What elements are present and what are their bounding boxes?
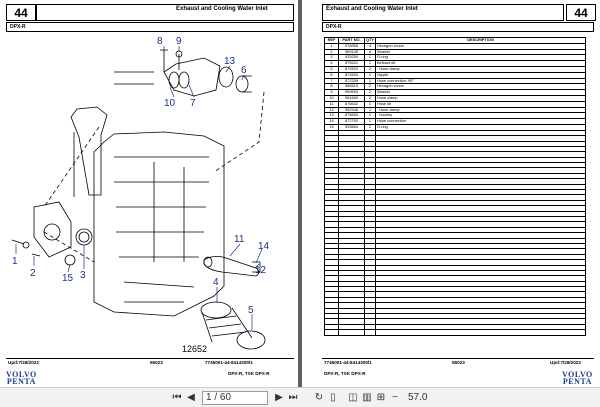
- left-footer-code: 55023: [150, 360, 163, 365]
- page-number-input[interactable]: 1 / 60: [202, 390, 268, 405]
- callout-6: 6: [241, 65, 247, 76]
- callout-5: 5: [248, 305, 254, 316]
- next-page-icon[interactable]: ▶: [275, 392, 283, 403]
- empty-cell: [324, 329, 339, 336]
- empty-cell: [375, 329, 586, 336]
- callout-12: 12: [255, 265, 267, 276]
- left-page-title: Exhaust and Cooling Water Inlet: [176, 6, 268, 12]
- cell-desc: Washer: [375, 48, 586, 56]
- exploded-parts-drawing: 8 9 13 6 10 7 11 14 12 1 2 15 3 4 5 1265…: [11, 36, 270, 352]
- parts-table-header: REF PART NO. QTY DESCRIPTION: [324, 37, 586, 44]
- empty-cell: [338, 329, 365, 336]
- callout-15: 15: [62, 273, 74, 284]
- last-page-icon[interactable]: ⏭: [288, 392, 298, 403]
- callout-9: 9: [176, 36, 182, 47]
- empty-row: [324, 329, 586, 336]
- figure-callouts: 8 9 13 6 10 7 11 14 12 1 2 15 3 4 5: [12, 36, 270, 316]
- first-page-icon[interactable]: ⏮: [172, 392, 182, 403]
- empty-cell: [364, 329, 376, 336]
- cell-desc: O-ring: [375, 54, 586, 62]
- callout-2: 2: [30, 268, 36, 279]
- left-footer-models: DPX-R, TSK DPX-R: [228, 371, 270, 376]
- cell-desc: Hexagon screw: [375, 42, 586, 50]
- fit-icon[interactable]: ⊞: [376, 392, 386, 403]
- single-page-icon[interactable]: ▯: [330, 392, 336, 403]
- left-header-box: [36, 4, 294, 21]
- col-description: DESCRIPTION: [375, 37, 586, 44]
- left-footer-ref: 7746001-44-8414300l1: [205, 360, 253, 365]
- zoom-out-icon[interactable]: −: [392, 392, 398, 403]
- left-page-number: 44: [6, 4, 36, 21]
- right-footer-code: 55023: [452, 360, 465, 365]
- right-page-number: 44: [566, 4, 596, 21]
- callout-13: 13: [224, 56, 236, 67]
- callout-1: 1: [12, 256, 18, 267]
- col-part-no: PART NO.: [338, 37, 365, 44]
- left-footer-rule: [6, 358, 294, 359]
- right-model-label: DPX-R: [322, 22, 594, 32]
- callout-3: 3: [80, 270, 86, 281]
- callout-10: 10: [164, 98, 176, 109]
- figure-number: 12652: [182, 344, 207, 352]
- right-footer-models: DPX-R, TSK DPX-R: [324, 371, 366, 376]
- left-page: 44 Exhaust and Cooling Water Inlet DPX-R: [0, 0, 298, 387]
- viewer-toolbar: ⏮ ◀ 1 / 60 ▶ ⏭ ↻ ▯ ◫ ▥ ⊞ − 57.0: [0, 387, 600, 407]
- left-model-label: DPX-R: [6, 22, 294, 32]
- prev-page-icon[interactable]: ◀: [187, 392, 195, 403]
- right-footer-rule: [322, 358, 594, 359]
- zoom-level[interactable]: 57.0: [408, 392, 428, 403]
- volvo-penta-logo-right: VOLVO PENTA: [562, 370, 593, 386]
- callout-8: 8: [157, 36, 163, 47]
- right-footer-date: Upd:7/28/2022: [550, 360, 581, 365]
- callout-14: 14: [258, 241, 270, 252]
- rotate-icon[interactable]: ↻: [314, 392, 324, 403]
- left-footer-date: Upd:7/28/2022: [8, 360, 39, 365]
- two-page-icon[interactable]: ◫: [348, 392, 358, 403]
- callout-4: 4: [213, 277, 219, 288]
- callout-11: 11: [234, 234, 245, 245]
- right-page-title: Exhaust and Cooling Water Inlet: [326, 6, 418, 12]
- col-qty: QTY: [364, 37, 376, 44]
- continuous-icon[interactable]: ▥: [362, 392, 372, 403]
- right-header-box: [322, 4, 564, 21]
- callout-7: 7: [190, 98, 196, 109]
- right-footer-ref: 7746001-44-8414300l1: [324, 360, 372, 365]
- volvo-penta-logo: VOLVO PENTA: [6, 370, 37, 386]
